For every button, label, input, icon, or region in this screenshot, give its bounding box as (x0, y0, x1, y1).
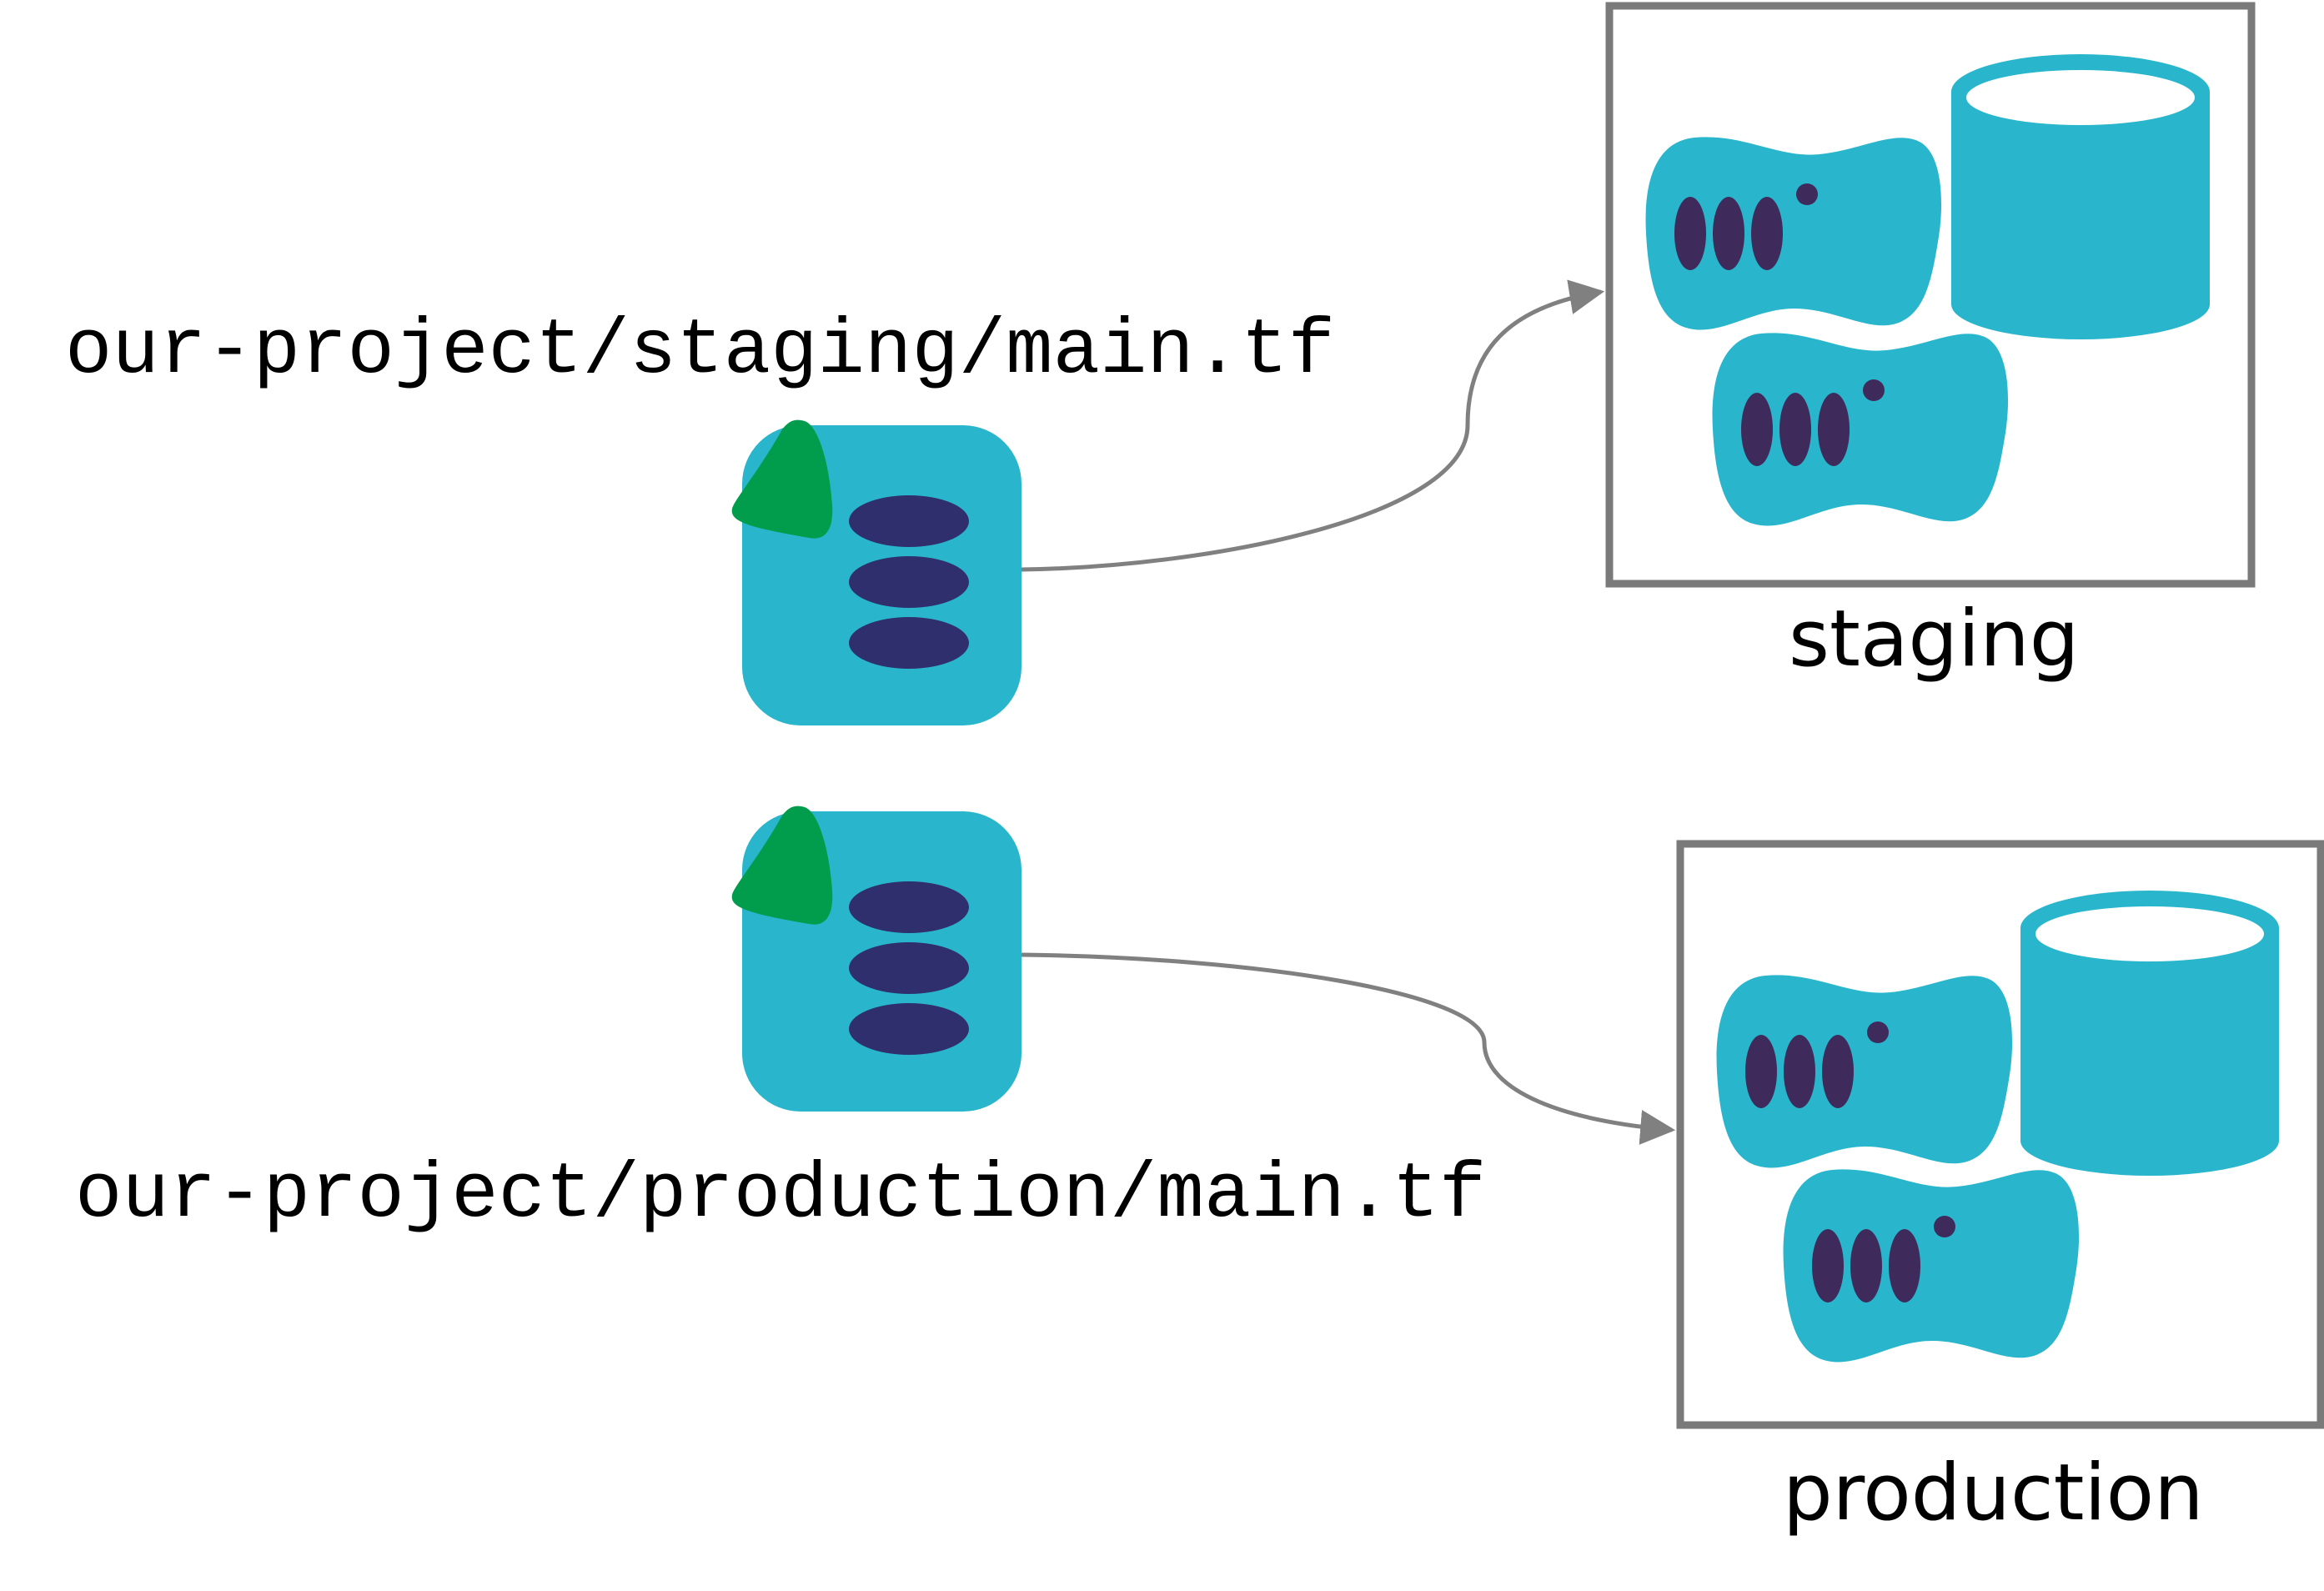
production-environment-box (1676, 840, 2324, 1429)
database-icon (2020, 891, 2279, 1176)
production-connector-arrow (1021, 952, 1676, 1145)
server-icon (1645, 137, 1942, 330)
staging-config-path: our-project/staging/main.tf (65, 308, 1335, 396)
server-icon (1716, 975, 2013, 1168)
staging-environment-label: staging (1789, 594, 2079, 685)
server-icon (1783, 1169, 2080, 1363)
production-config-path: our-project/production/main.tf (75, 1152, 1486, 1240)
terraform-file-icon (731, 806, 1021, 1112)
server-icon (1712, 333, 2009, 526)
database-icon (1951, 54, 2210, 339)
terraform-file-icon (731, 419, 1021, 725)
staging-environment-box (1605, 2, 2256, 588)
staging-connector-arrow (1021, 279, 1605, 572)
production-environment-label: production (1783, 1448, 2204, 1538)
